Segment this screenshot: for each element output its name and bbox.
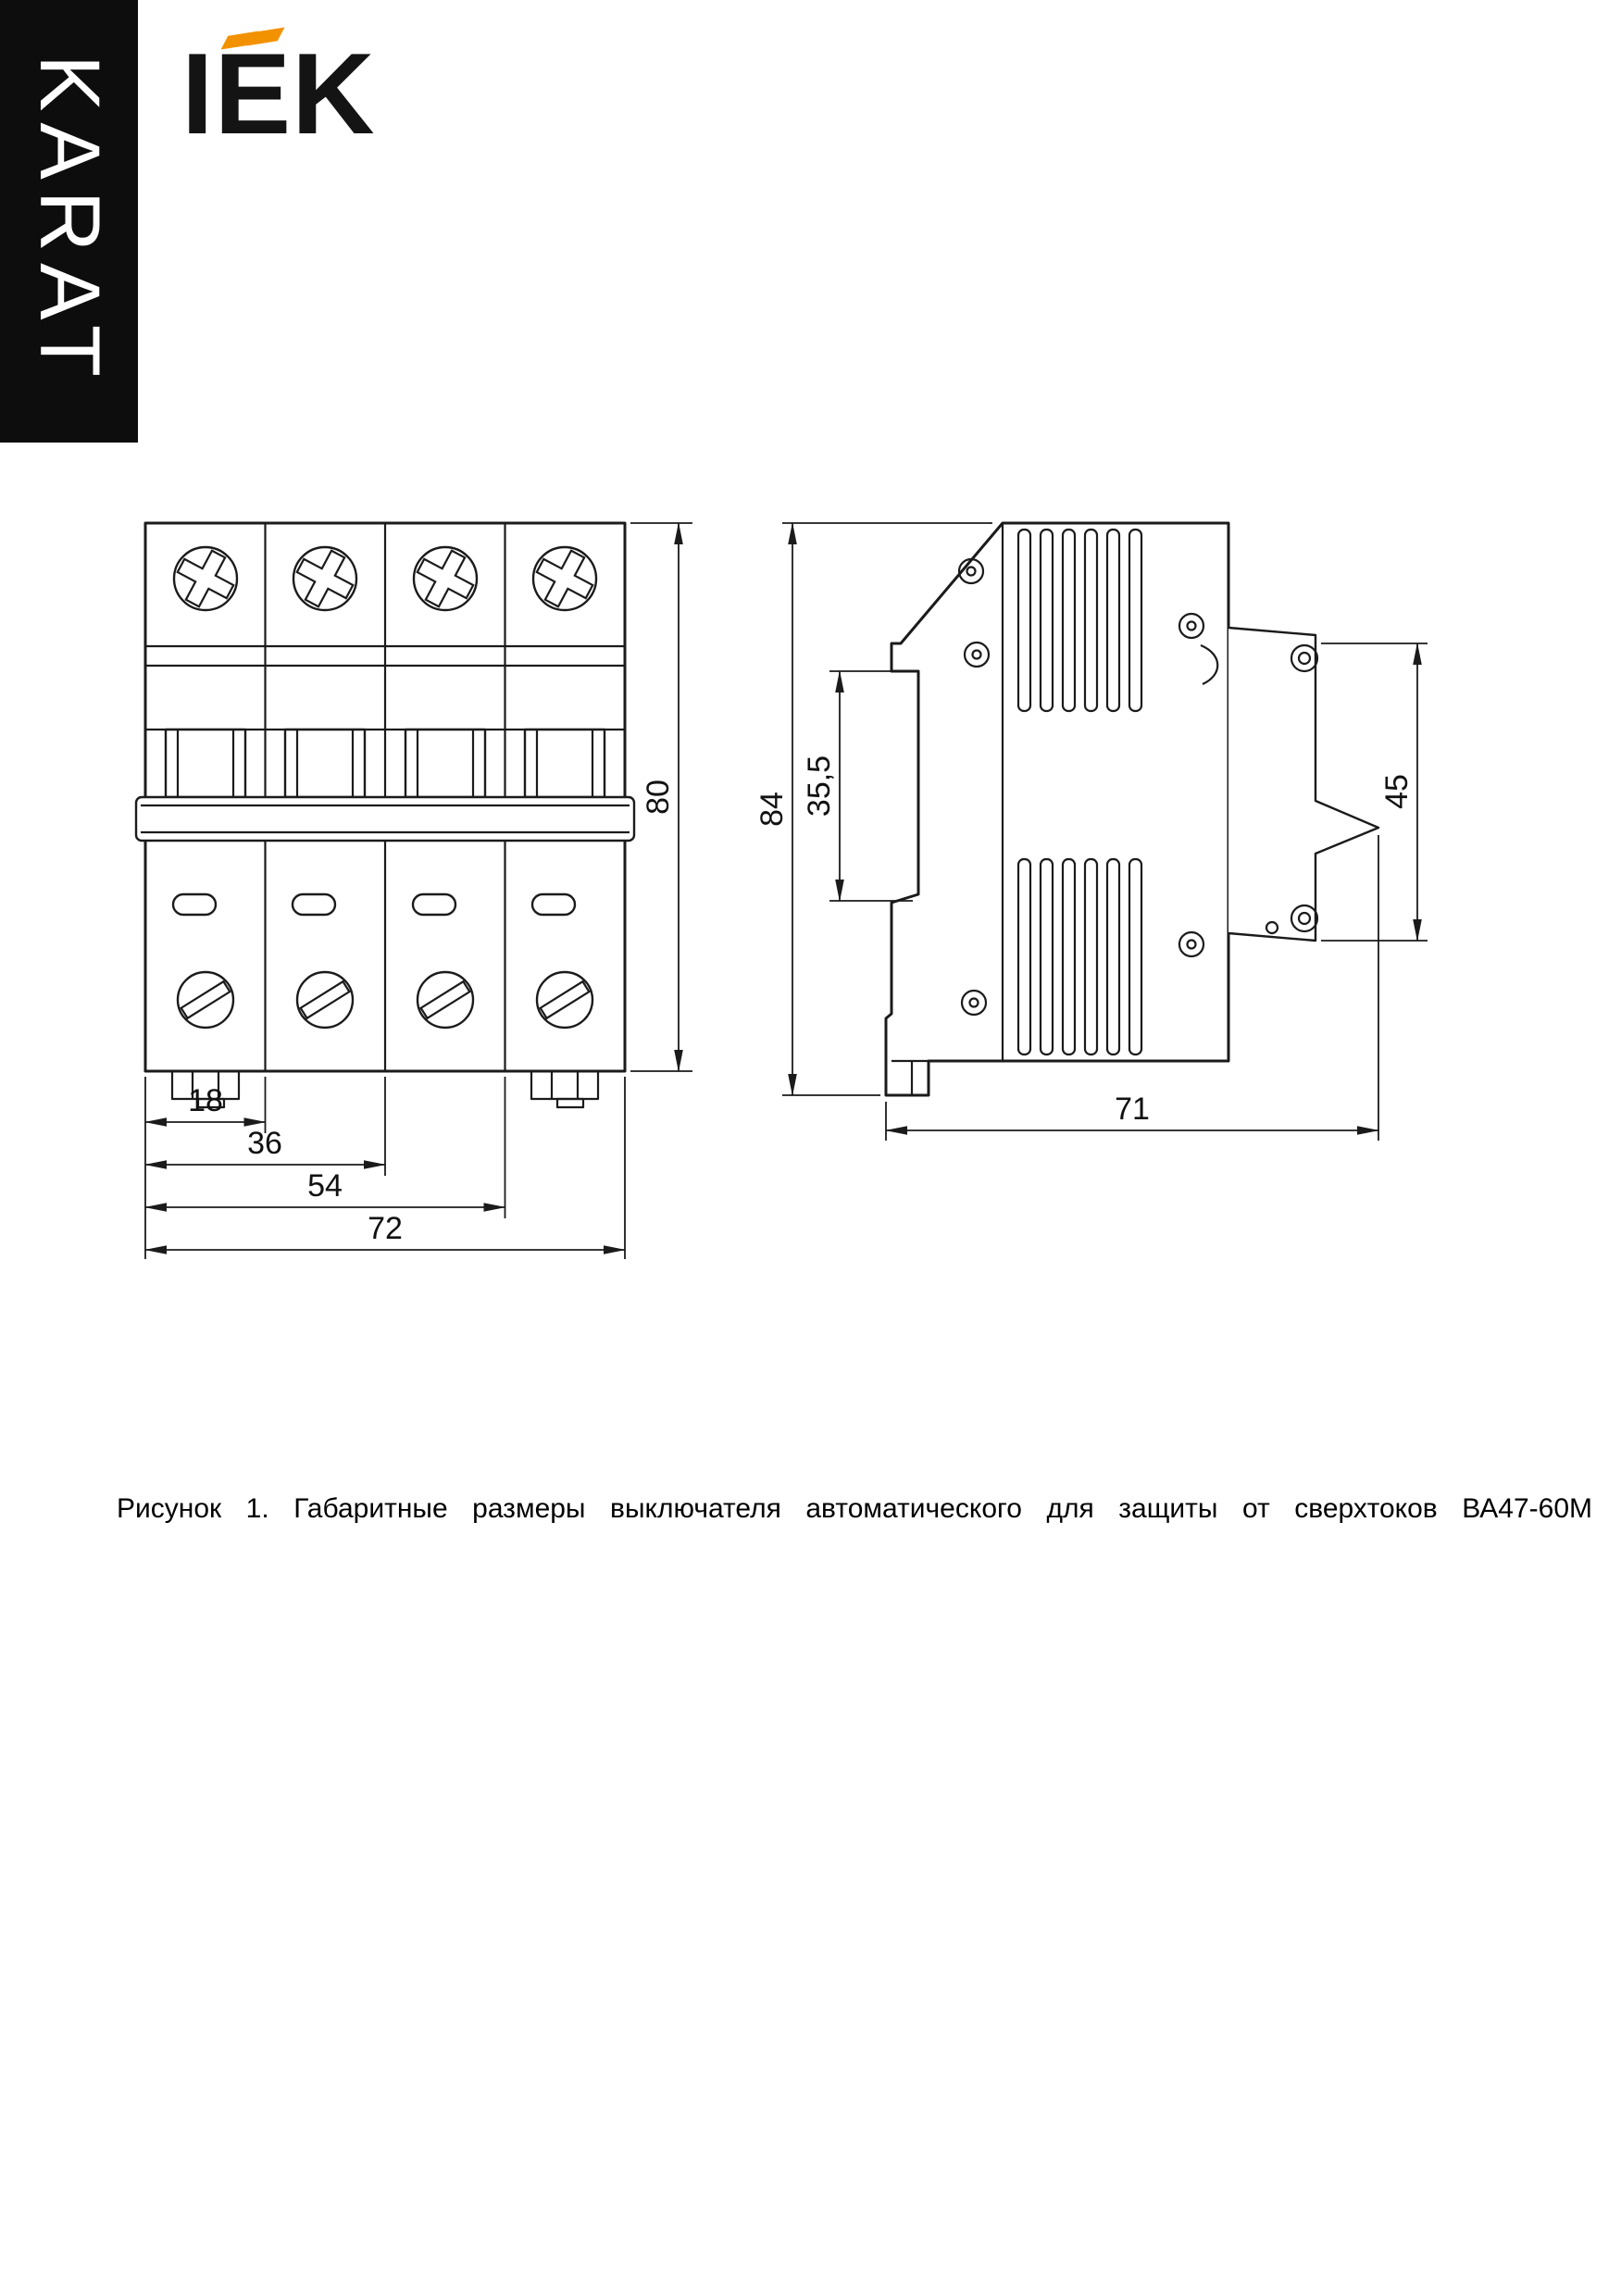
small-hole	[1265, 920, 1279, 935]
terminal-screw-bottom	[295, 970, 355, 1029]
dim-label-84: 84	[754, 792, 790, 827]
marking-window	[171, 892, 218, 917]
rivet	[1178, 930, 1205, 958]
dim-label-45: 45	[1379, 774, 1415, 809]
toggle-handle	[404, 728, 487, 799]
rivet	[963, 641, 991, 668]
rivet	[960, 989, 988, 1017]
terminal-screw-top	[172, 545, 239, 612]
dim-label-72: 72	[368, 1211, 403, 1246]
iek-logo: IEK	[181, 27, 422, 167]
toggle-handle	[164, 728, 247, 799]
rivet	[1178, 612, 1205, 640]
karat-brand-text: KARAT	[22, 55, 117, 388]
marking-window	[411, 892, 457, 917]
rivet	[957, 557, 985, 585]
din-clip	[530, 1071, 600, 1109]
terminal-screw-bottom	[535, 970, 594, 1029]
mounting-hole-bottom	[1290, 904, 1319, 933]
side-view	[884, 521, 1380, 1097]
karat-banner: KARAT	[0, 0, 138, 443]
side-dimensions: 84 35,5 45 71	[754, 522, 1428, 1141]
terminal-screw-bottom	[176, 970, 235, 1029]
vent-slots-top	[1016, 528, 1143, 713]
toggle-bar	[134, 795, 636, 842]
mounting-hole-top	[1290, 643, 1319, 673]
din-clip	[170, 1071, 241, 1109]
terminal-screw-top	[412, 545, 479, 612]
front-dimensions: 80 18 36 54 72	[144, 522, 692, 1259]
marking-window	[291, 892, 337, 917]
marking-window	[530, 892, 577, 917]
dim-label-35-5: 35,5	[802, 755, 837, 817]
figure-caption: Рисунок 1. Габаритные размеры выключател…	[117, 1493, 1592, 1524]
dim-label-36: 36	[247, 1126, 282, 1161]
toggle-handle	[523, 728, 606, 799]
dim-label-height-80: 80	[641, 780, 676, 815]
vent-slots-bottom	[1016, 857, 1143, 1056]
curved-slot	[1200, 643, 1219, 686]
dim-label-54: 54	[307, 1168, 343, 1204]
toggle-handle	[283, 728, 367, 799]
module-dividers	[264, 523, 506, 1071]
side-body	[884, 521, 1230, 1097]
front-view	[134, 521, 636, 1109]
dim-label-71: 71	[1115, 1092, 1150, 1127]
iek-logo-text: IEK	[181, 31, 376, 158]
side-inner-lines	[892, 523, 1004, 1095]
dim-label-18: 18	[188, 1083, 223, 1118]
terminal-screw-top	[292, 545, 358, 612]
mounting-flange	[1228, 626, 1380, 942]
terminal-screw-bottom	[416, 970, 475, 1029]
terminal-screw-top	[531, 545, 598, 612]
